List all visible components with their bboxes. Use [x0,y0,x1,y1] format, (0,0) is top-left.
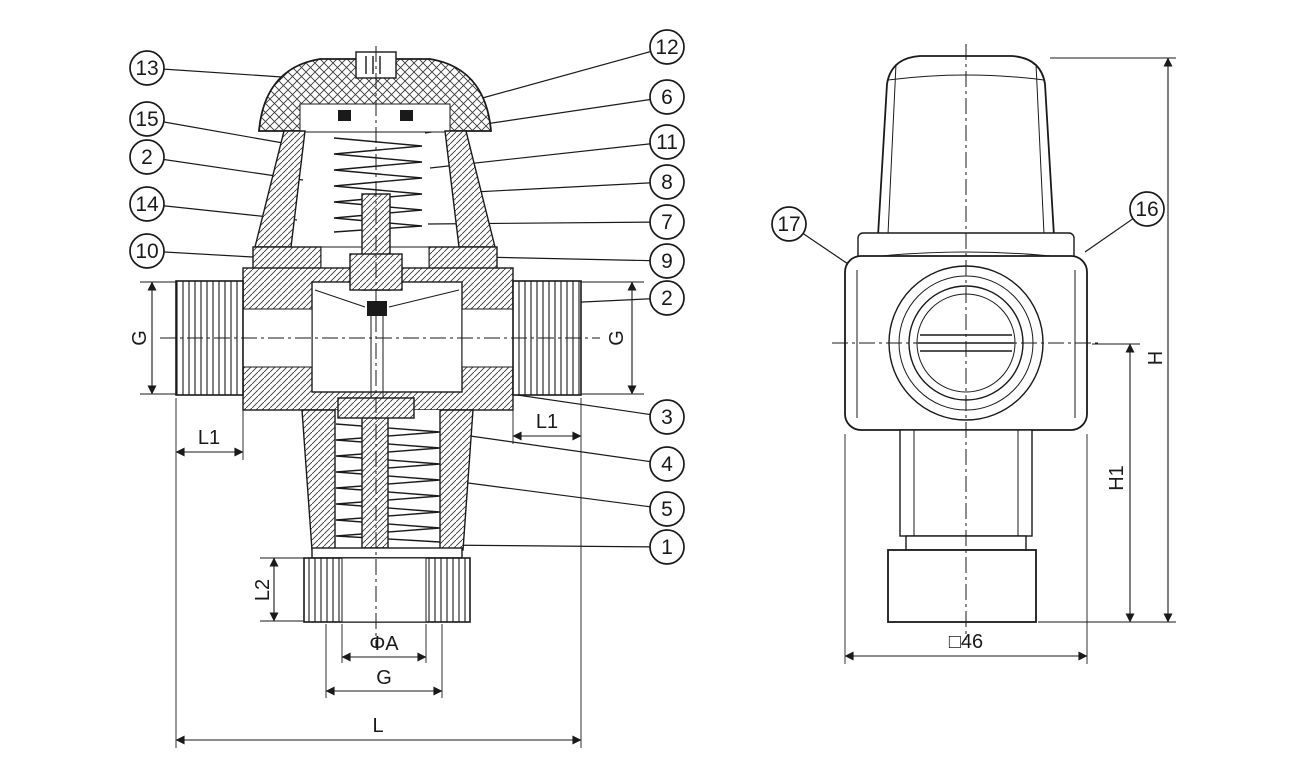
callout-6-label: 6 [661,86,673,109]
bonnet-wall-right [444,130,496,248]
outlet-bore [341,557,427,623]
bottom-outlet-section [303,547,471,623]
shuttle-spool [367,301,387,316]
tailpiece [887,549,1037,623]
upper-spring [333,137,423,233]
callout-1-label: 1 [661,536,673,559]
knob-grip-line [1035,63,1045,235]
knob-tooth [338,110,351,121]
callout-8-circle [649,164,685,200]
callout-15-circle [129,101,165,137]
callout-16-label: 16 [1135,198,1158,221]
dim-label-h1: H1 [1106,465,1128,491]
callout-3-label: 3 [661,406,673,429]
piston-stem [361,415,389,549]
callout-balloons-left-column: 13 15 2 14 10 [129,50,165,269]
leader-line [454,181,668,194]
lower-chamber-section [301,397,474,551]
knob-tooth [400,110,413,121]
leader-line [146,250,271,259]
seat-section-line [388,289,460,308]
leader-line [146,67,298,79]
callout-15-label: 15 [135,108,158,131]
lower-wall-right [439,409,474,551]
leader-line [431,544,668,548]
dim-label-g-left: G [129,330,151,346]
knob-adjuster-band [299,103,451,133]
leader-line [467,46,668,103]
dimension-lines-left-view [147,281,637,745]
callout-balloons-right-column: 12 6 11 8 7 9 2 3 4 5 1 [649,29,685,565]
bonnet-section [252,130,498,271]
knob-grip-line [887,63,897,235]
callout-13-label: 13 [135,57,158,80]
callout-6-circle [649,79,685,115]
dim-label-l2: L2 [252,579,274,601]
callout-2-circle [129,139,165,175]
dim-label-g-bottom: G [376,667,392,689]
callout-2b-label: 2 [661,287,673,310]
callout-9-label: 9 [661,250,673,273]
valve-knob-section [258,51,492,133]
callout-7-circle [649,204,685,240]
mixing-chamber [311,281,463,393]
seat-section-line [314,289,366,308]
callout-7-label: 7 [661,211,673,234]
callout-4-circle [649,446,685,482]
callout-11-label: 11 [656,131,678,154]
front-view: H H1 □46 17 16 [771,44,1176,664]
dim-label-l: L [372,715,383,737]
front-lower-assembly [887,429,1037,623]
bonnet-flange-right [428,246,498,271]
callout-4-label: 4 [661,453,673,476]
leader-line [146,118,301,147]
callout-10-circle [129,233,165,269]
bonnet-wall-left [254,130,306,248]
bonnet-flange-left [252,246,322,271]
dim-label-l1-right: L1 [536,411,558,433]
leader-line [429,477,668,510]
dimension-lines-front-view [844,57,1173,661]
callout-16-circle [1129,191,1165,227]
callout-11-circle [649,124,685,160]
sectional-view: G G L1 L1 L2 ΦA G L 13 15 2 14 10 12 6 1… [129,29,685,748]
dim-label-phi-a: ΦA [369,633,399,655]
callout-5-circle [649,491,685,527]
dim-label-h: H [1145,351,1167,365]
outlet-shoulder [311,547,463,559]
callout-2b-circle [649,280,685,316]
callout-14-label: 14 [135,193,159,216]
callout-2-label: 2 [141,146,153,169]
callout-12-circle [649,29,685,65]
valve-body-section [175,267,582,411]
callout-14-circle [129,186,165,222]
callout-17-label: 17 [777,213,800,236]
callout-9-circle [649,243,685,279]
callout-17-circle [771,206,807,242]
dim-label-square46: □46 [949,631,983,653]
callout-10-label: 10 [135,240,158,263]
callout-8-label: 8 [661,171,673,194]
leader-line [477,256,668,262]
callout-13-circle [129,50,165,86]
callout-5-label: 5 [661,498,673,521]
extension-lines-front-view [844,57,1176,664]
leader-line [496,391,668,418]
callout-12-label: 12 [655,36,678,59]
callout-1-circle [649,529,685,565]
callout-3-circle [649,399,685,435]
lower-wall-left [301,409,336,551]
dim-label-l1-left: L1 [198,427,220,449]
dim-label-g-right: G [606,330,628,346]
